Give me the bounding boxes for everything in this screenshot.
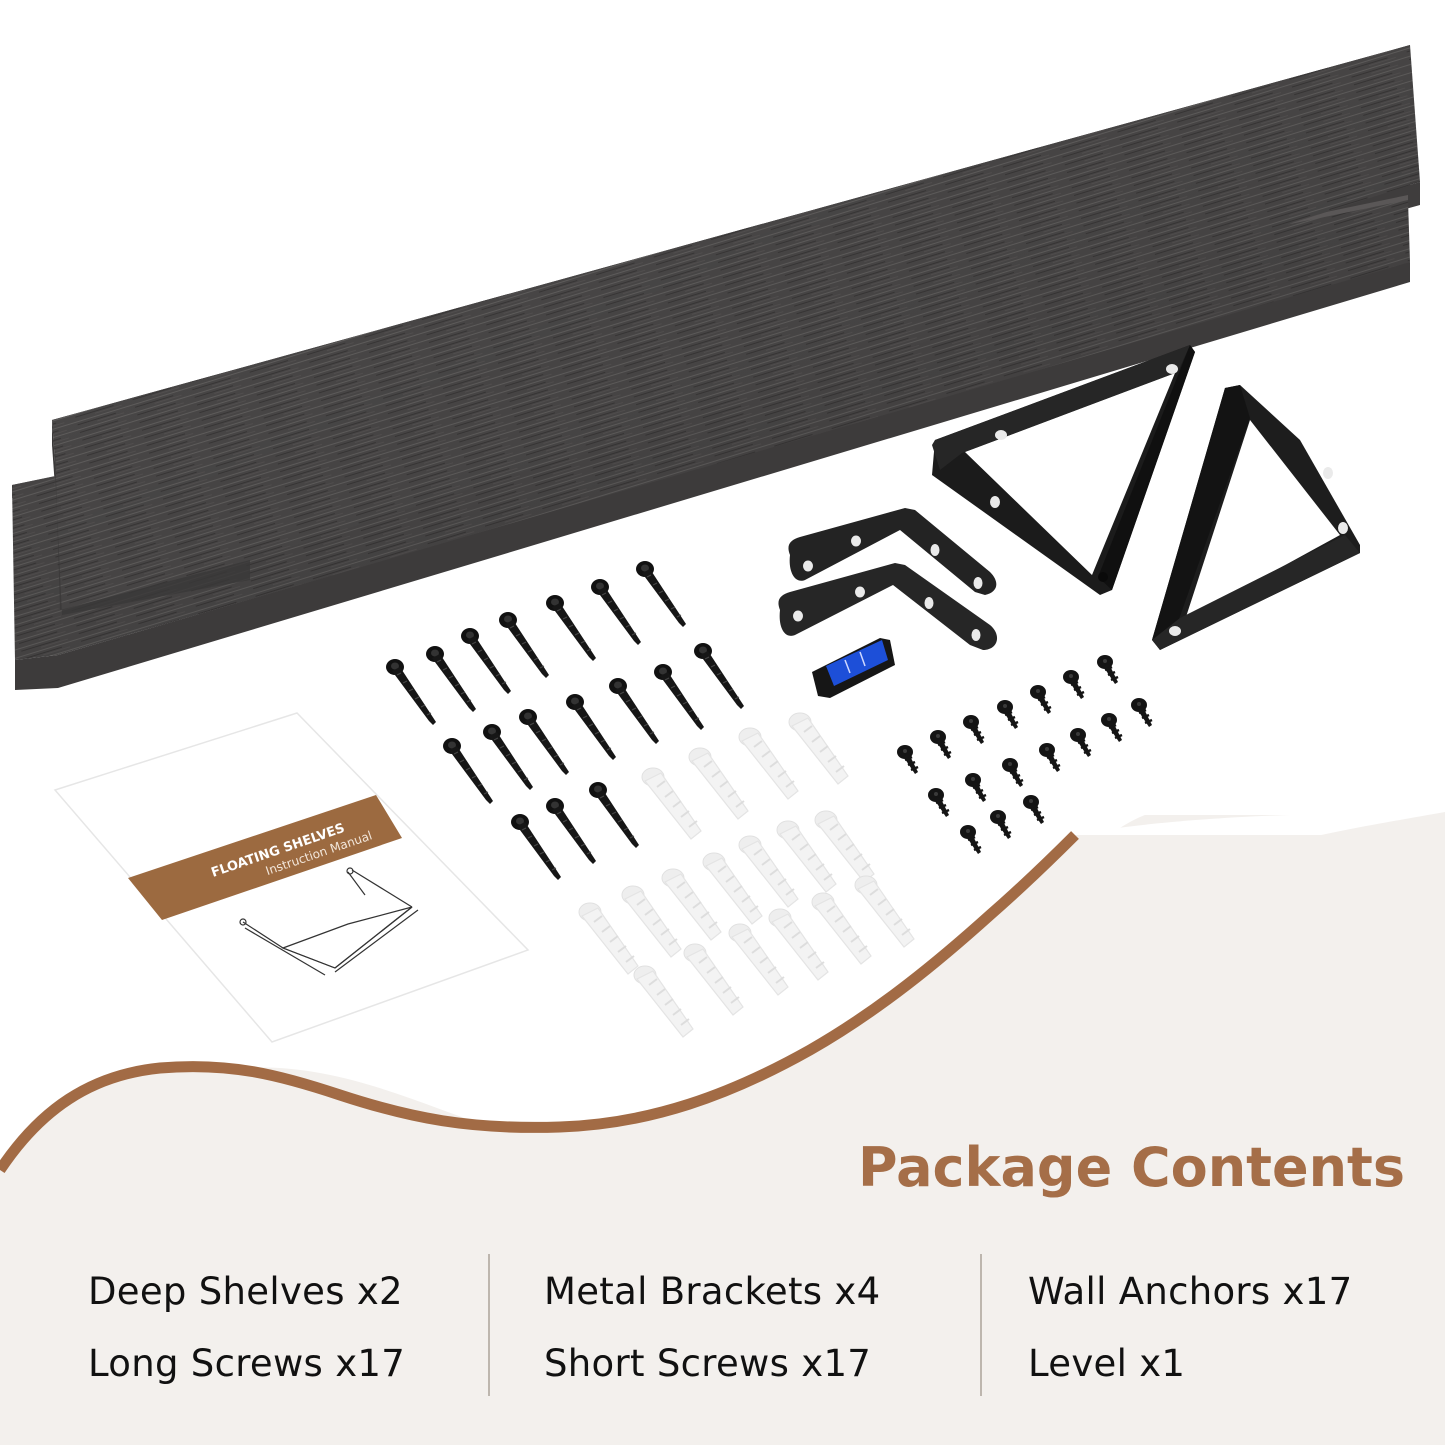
column-divider <box>488 1254 490 1396</box>
column-divider <box>980 1254 982 1396</box>
contents-item-metal-brackets: Metal Brackets x4 <box>544 1270 881 1313</box>
package-contents-heading: Package Contents <box>857 1136 1405 1199</box>
contents-column-3: Wall Anchors x17 Level x1 <box>1028 1250 1428 1400</box>
contents-item-long-screws: Long Screws x17 <box>88 1342 406 1385</box>
wall-anchors <box>578 712 915 1038</box>
shelf-front <box>12 45 1410 690</box>
contents-column-1: Deep Shelves x2 Long Screws x17 <box>88 1250 488 1400</box>
contents-column-2: Metal Brackets x4 Short Screws x17 <box>544 1250 974 1400</box>
contents-item-deep-shelves: Deep Shelves x2 <box>88 1270 403 1313</box>
short-screws <box>895 653 1154 856</box>
contents-item-short-screws: Short Screws x17 <box>544 1342 872 1385</box>
contents-item-wall-anchors: Wall Anchors x17 <box>1028 1270 1353 1313</box>
l-bracket-2 <box>778 563 998 650</box>
instruction-manual: FLOATING SHELVES Instruction Manual <box>53 712 530 1043</box>
contents-item-level: Level x1 <box>1028 1342 1186 1385</box>
package-contents-list: Deep Shelves x2 Long Screws x17 Metal Br… <box>0 1250 1445 1400</box>
bubble-level <box>812 638 895 698</box>
manual-shelf-drawing <box>239 867 419 976</box>
l-bracket-1 <box>788 508 997 595</box>
triangle-bracket-2 <box>1152 385 1360 650</box>
triangle-bracket-1 <box>932 345 1195 595</box>
